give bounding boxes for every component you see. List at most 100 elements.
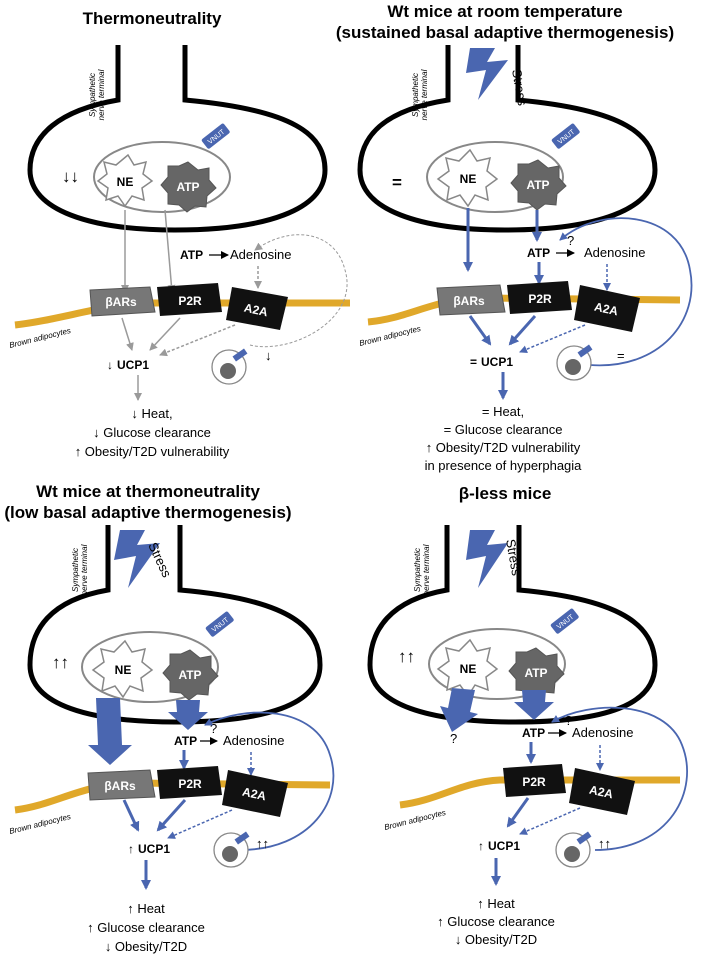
atp-vesicle-vnut bbox=[234, 831, 250, 845]
stress-label: Stress bbox=[509, 68, 530, 107]
brown-adipocytes-label: Brown adipocytes bbox=[358, 324, 421, 348]
nerve-mark: ↑↑ bbox=[52, 653, 69, 672]
atp-vesicle-mark: ↑↑ bbox=[256, 836, 269, 851]
a2a-label: A2A bbox=[241, 785, 268, 804]
atp-vesicle-core bbox=[564, 846, 580, 862]
p2r-to-ucp1-arrow bbox=[156, 798, 187, 832]
bars-to-ucp1-arrow bbox=[468, 315, 492, 346]
a2a-label: A2A bbox=[593, 300, 620, 319]
outcome-line: = Heat, bbox=[482, 404, 524, 419]
a2a-receptor bbox=[574, 285, 640, 332]
stress-bolt-icon bbox=[114, 530, 160, 588]
outcome-line: ↓ Glucose clearance bbox=[93, 425, 211, 440]
adenosine-text: Adenosine bbox=[572, 725, 633, 740]
atp-label: ATP bbox=[524, 666, 547, 680]
a2a-label: A2A bbox=[588, 783, 615, 802]
bars-to-ucp1-arrow bbox=[121, 317, 134, 351]
atp-vesicle-vnut bbox=[577, 344, 593, 358]
panel-thermoneutrality: Thermoneutrality Sympathetic nerve termi… bbox=[8, 9, 350, 459]
adenosine-text: Adenosine bbox=[230, 247, 291, 262]
outcome-line: ↑ Heat bbox=[477, 896, 515, 911]
question-mark: ? bbox=[450, 731, 457, 746]
atp-text: ATP bbox=[180, 248, 203, 262]
panel-title: Wt mice at thermoneutrality bbox=[36, 482, 260, 501]
nerve-mark: = bbox=[392, 173, 402, 192]
outcome-line: ↓ Heat, bbox=[131, 406, 172, 421]
question-mark: ? bbox=[210, 721, 217, 736]
atp-vesicle-mark: = bbox=[617, 348, 625, 363]
outcome-line: ↓ Obesity/T2D bbox=[455, 932, 537, 947]
a2a-label: A2A bbox=[243, 301, 270, 320]
p2r-receptor bbox=[157, 283, 222, 316]
nerve-mark: ↑↑ bbox=[398, 647, 415, 666]
atp-star bbox=[160, 161, 217, 213]
nerve-terminal bbox=[357, 45, 658, 233]
outcome-line: ↑ Glucose clearance bbox=[87, 920, 205, 935]
stress-label: Stress bbox=[145, 540, 174, 580]
outcome-line: ↓ Obesity/T2D bbox=[105, 939, 187, 954]
a2a-to-ucp1-arrow bbox=[519, 807, 581, 835]
bars-label: βARs bbox=[105, 295, 137, 309]
feedback-loop-arrow bbox=[551, 706, 688, 851]
atp-vesicle-core bbox=[565, 359, 581, 375]
a2a-receptor bbox=[222, 770, 288, 817]
panel-title: Thermoneutrality bbox=[83, 9, 222, 28]
ucp1-prefix: ↑ bbox=[128, 842, 134, 856]
adenosine-text: Adenosine bbox=[223, 733, 284, 748]
ucp1-label: UCP1 bbox=[488, 839, 520, 853]
p2r-to-ucp1-arrow bbox=[149, 317, 181, 351]
stress-bolt-icon bbox=[466, 48, 508, 100]
p2r-receptor bbox=[157, 766, 222, 799]
svg-text:Sympathetic: Sympathetic bbox=[71, 548, 80, 592]
atp-to-p2r-arrow bbox=[164, 209, 176, 293]
ne-label: NE bbox=[117, 175, 134, 189]
atp-vesicle-vnut bbox=[232, 348, 248, 362]
bars-label: βARs bbox=[104, 779, 136, 793]
panel-title: β-less mice bbox=[459, 484, 552, 503]
panel-title: (low basal adaptive thermogenesis) bbox=[4, 503, 291, 522]
ucp1-label: UCP1 bbox=[138, 842, 170, 856]
svg-text:Sympathetic: Sympathetic bbox=[411, 73, 420, 117]
brown-adipocytes-label: Brown adipocytes bbox=[383, 808, 446, 832]
brown-adipocytes-label: Brown adipocytes bbox=[8, 326, 71, 350]
panel-room-temperature: Wt mice at room temperature (sustained b… bbox=[336, 2, 693, 473]
atp-vesicle-mark: ↓ bbox=[265, 348, 272, 363]
atp-label: ATP bbox=[526, 178, 549, 192]
vnut-transporter: VNUT bbox=[551, 123, 580, 149]
vnut-transporter: VNUT bbox=[205, 611, 234, 637]
svg-text:Sympathetic: Sympathetic bbox=[413, 548, 422, 592]
atp-text: ATP bbox=[174, 734, 197, 748]
atp-release-thick-arrow bbox=[514, 690, 554, 720]
nerve-terminal-label: Sympathetic nerve terminal bbox=[88, 69, 106, 120]
nerve-terminal bbox=[367, 525, 658, 725]
adenosine-text: Adenosine bbox=[584, 245, 645, 260]
bars-receptor bbox=[436, 284, 506, 316]
ucp1-prefix: ↑ bbox=[478, 839, 484, 853]
a2a-receptor bbox=[226, 287, 288, 330]
a2a-to-ucp1-arrow bbox=[519, 324, 586, 354]
nerve-terminal-label: Sympathetic nerve terminal bbox=[413, 544, 431, 595]
panel-title: Wt mice at room temperature bbox=[387, 2, 622, 21]
ne-star bbox=[91, 639, 154, 699]
vnut-transporter: VNUT bbox=[550, 608, 579, 634]
atp-label: ATP bbox=[176, 180, 199, 194]
question-mark: ? bbox=[567, 233, 574, 248]
svg-text:Sympathetic: Sympathetic bbox=[88, 73, 97, 117]
membrane bbox=[399, 776, 680, 809]
atp-vesicle-mark: ↑↑ bbox=[598, 836, 611, 851]
nerve-terminal bbox=[27, 45, 328, 233]
ne-star bbox=[96, 153, 154, 208]
nerve-mark: ↓↓ bbox=[62, 167, 79, 186]
stress-label: Stress bbox=[503, 538, 524, 577]
ucp1-label: UCP1 bbox=[481, 355, 513, 369]
bars-receptor bbox=[87, 769, 156, 801]
vnut-transporter: VNUT bbox=[201, 123, 230, 149]
atp-text: ATP bbox=[522, 726, 545, 740]
atp-vesicle-core bbox=[222, 846, 238, 862]
atp-vesicle-vnut bbox=[576, 831, 592, 845]
svg-text:nerve terminal: nerve terminal bbox=[420, 69, 429, 120]
ne-label: NE bbox=[460, 662, 477, 676]
ucp1-prefix: = bbox=[470, 355, 477, 369]
ne-label: NE bbox=[460, 172, 477, 186]
